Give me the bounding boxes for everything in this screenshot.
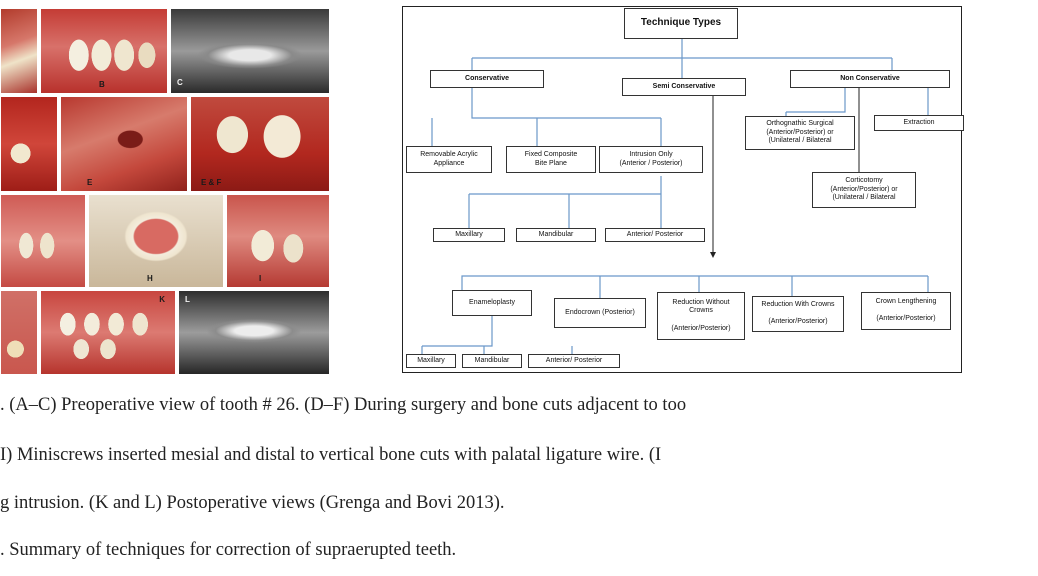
photo-label: E [87,178,93,187]
node-removable-acrylic-appliance: Removable Acrylic Appliance [406,146,492,173]
photo-mid-left [0,96,58,192]
photo-k: K [40,290,176,375]
photo-d-e-f: E & F [190,96,330,192]
figure-caption-line-4: . Summary of techniques for correction o… [0,540,457,560]
node-endocrown: Endocrown (Posterior) [554,298,646,328]
node-corticotomy: Corticotomy (Anterior/Posterior) or (Uni… [812,172,916,208]
photo-row3-left [0,194,86,288]
node-enameloplasty: Enameloplasty [452,290,532,316]
photo-label: L [185,295,190,304]
figure-caption-line-1: . (A–C) Preoperative view of tooth # 26.… [0,395,687,415]
photo-mid-center: E [60,96,188,192]
node-intrusion-maxillary: Maxillary [433,228,505,242]
photo-label: K [159,295,165,304]
node-intrusion-mandibular: Mandibular [516,228,596,242]
node-crown-lengthening: Crown Lengthening (Anterior/Posterior) [861,292,951,330]
photo-b: B [40,8,168,94]
photo-label: C [177,78,183,87]
node-non-conservative: Non Conservative [790,70,950,88]
clinical-photo-montage: B C E E & F H I K L [0,8,331,375]
figure-caption-line-2: I) Miniscrews inserted mesial and distal… [0,445,662,465]
node-enameloplasty-anterior-posterior: Anterior/ Posterior [528,354,620,368]
photo-h: H [88,194,224,288]
node-intrusion-anterior-posterior: Anterior/ Posterior [605,228,705,242]
flowchart-connectors [421,39,929,354]
photo-label: B [99,80,105,89]
node-intrusion-only: Intrusion Only (Anterior / Posterior) [599,146,703,173]
photo-l: L [178,290,330,375]
photo-i: I [226,194,330,288]
node-semi-conservative: Semi Conservative [622,78,746,96]
photo-top-left [0,8,38,94]
photo-label: E & F [201,178,222,187]
node-technique-types: Technique Types [624,8,738,39]
node-orthognathic-surgical: Orthognathic Surgical (Anterior/Posterio… [745,116,855,150]
node-enameloplasty-mandibular: Mandibular [462,354,522,368]
node-reduction-with-crowns: Reduction With Crowns (Anterior/Posterio… [752,296,844,332]
node-fixed-composite-bite-plane: Fixed Composite Bite Plane [506,146,596,173]
photo-label: H [147,274,153,283]
node-conservative: Conservative [430,70,544,88]
node-reduction-without-crowns: Reduction Without Crowns (Anterior/Poste… [657,292,745,340]
photo-row4-left [0,290,38,375]
node-enameloplasty-maxillary: Maxillary [406,354,456,368]
node-extraction: Extraction [874,115,964,131]
photo-label: I [259,274,262,283]
figure-caption-line-3: g intrusion. (K and L) Postoperative vie… [0,493,505,513]
photo-c: C [170,8,330,94]
